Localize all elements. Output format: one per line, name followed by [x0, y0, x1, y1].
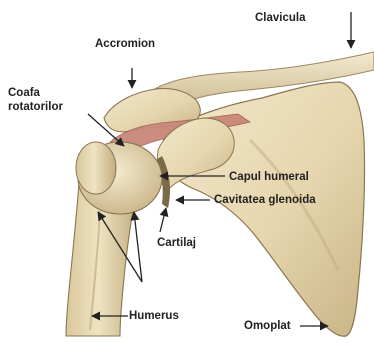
label-coafa-line1: Coafa — [8, 86, 63, 100]
label-coafa-rotatorilor: Coafa rotatorilor — [8, 86, 63, 114]
label-accromion: Accromion — [95, 37, 155, 51]
label-capul-humeral: Capul humeral — [229, 170, 309, 184]
cartilaj-pointer — [160, 208, 166, 232]
label-coafa-line2: rotatorilor — [8, 100, 63, 114]
label-humerus: Humerus — [129, 309, 179, 323]
greater-tubercle — [76, 142, 116, 194]
label-omoplat: Omoplat — [244, 319, 291, 333]
label-clavicula: Clavicula — [255, 11, 306, 25]
label-cavitatea-glenoida: Cavitatea glenoida — [214, 193, 316, 207]
label-cartilaj: Cartilaj — [157, 236, 196, 250]
